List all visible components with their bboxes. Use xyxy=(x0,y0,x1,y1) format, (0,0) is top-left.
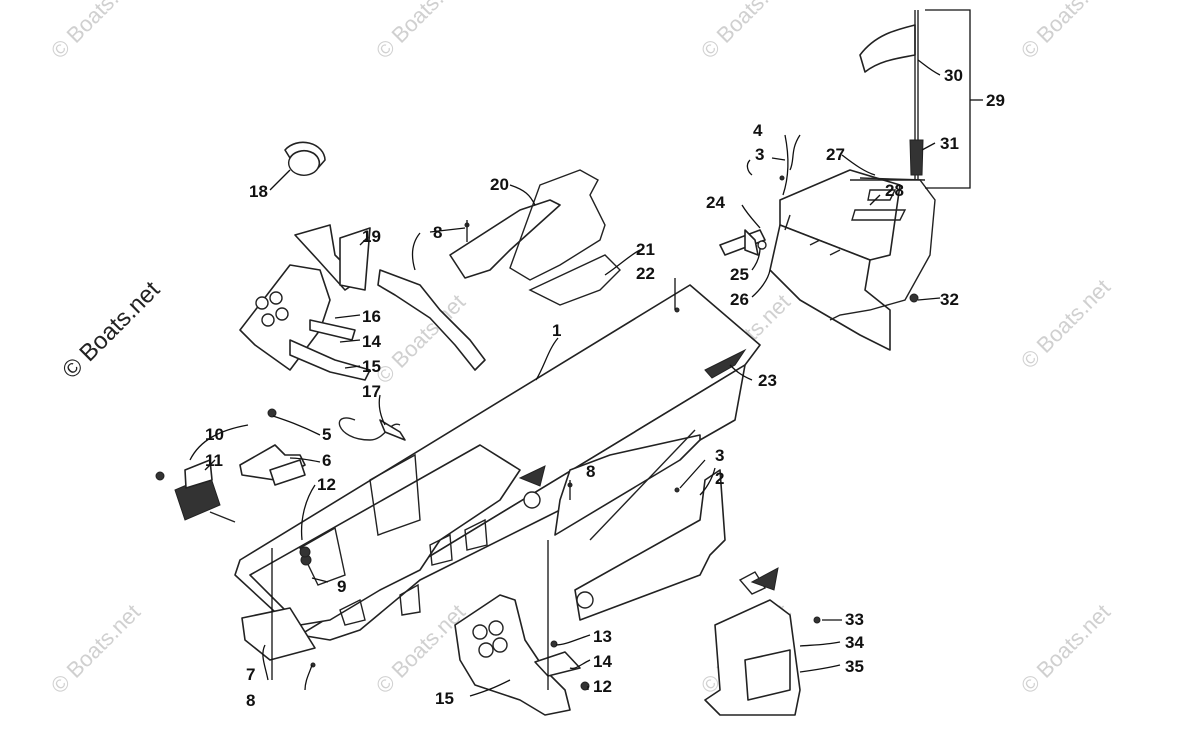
callout-label: 34 xyxy=(845,633,864,652)
hardware xyxy=(310,220,680,668)
callout-label: 1 xyxy=(552,321,561,340)
callout-label: 20 xyxy=(490,175,509,194)
callout-label: 16 xyxy=(362,307,381,326)
callout-label: 19 xyxy=(362,227,381,246)
callout-label: 27 xyxy=(826,145,845,164)
watermark: © Boats.net xyxy=(46,599,145,698)
callout-label: 17 xyxy=(362,382,381,401)
perforated-plate xyxy=(554,429,701,541)
callout-label: 30 xyxy=(944,66,963,85)
callout-label: 13 xyxy=(593,627,612,646)
callout-label: 28 xyxy=(885,181,904,200)
callout-label: 7 xyxy=(246,665,255,684)
rack-assembly xyxy=(719,169,936,351)
callout-label: 22 xyxy=(636,264,655,283)
callout-label: 12 xyxy=(317,475,336,494)
callout-label: 3 xyxy=(715,446,724,465)
brackets-5-6 xyxy=(239,408,306,486)
skid-plate-upper xyxy=(239,264,371,381)
cable-17 xyxy=(338,417,406,441)
watermark: © Boats.net xyxy=(371,0,470,64)
callout-label: 24 xyxy=(706,193,725,212)
watermark: © Boats.net xyxy=(46,0,145,64)
callout-label: 8 xyxy=(246,691,255,710)
bracket-14-lower xyxy=(534,640,590,691)
callout-label: 26 xyxy=(730,290,749,309)
callout-label: 31 xyxy=(940,134,959,153)
callout-label: 18 xyxy=(249,182,268,201)
callout-label: 6 xyxy=(322,451,331,470)
watermark: © Boats.net xyxy=(696,0,795,64)
cover-34 xyxy=(704,571,821,716)
callout-label: 12 xyxy=(593,677,612,696)
callout-label: 15 xyxy=(362,357,381,376)
brand-watermark: © Boats.net xyxy=(57,276,165,384)
side-panel xyxy=(574,469,726,621)
leader-lines xyxy=(189,9,983,697)
arrow-icon xyxy=(750,567,779,591)
callout-label: 14 xyxy=(362,332,381,351)
callout-label: 4 xyxy=(753,121,763,140)
module-11 xyxy=(155,459,236,523)
callout-label: 25 xyxy=(730,265,749,284)
callout-label: 8 xyxy=(586,462,595,481)
callout-label: 5 xyxy=(322,425,331,444)
callout-label: 23 xyxy=(758,371,777,390)
callout-label: 11 xyxy=(205,451,223,470)
brackets-14-16 xyxy=(294,224,371,341)
callout-label: 33 xyxy=(845,610,864,629)
callouts: 1 2 3 3 4 5 6 7 8 8 8 9 10 11 12 12 13 1… xyxy=(205,66,1005,710)
callout-label: 2 xyxy=(715,469,724,488)
watermark: © Boats.net xyxy=(1016,599,1115,698)
flag-pole xyxy=(859,10,924,180)
watermark: © Boats.net xyxy=(371,599,470,698)
direction-arrows xyxy=(518,465,779,591)
strap-19 xyxy=(377,269,486,371)
callout-label: 29 xyxy=(986,91,1005,110)
watermark: © Boats.net xyxy=(1016,274,1115,373)
callout-label: 15 xyxy=(435,689,454,708)
ring-clamp xyxy=(284,141,326,176)
bracket-7 xyxy=(241,607,316,661)
callout-label: 10 xyxy=(205,425,224,444)
skid-plate-lower xyxy=(454,594,571,716)
callout-label: 32 xyxy=(940,290,959,309)
cover-20 xyxy=(449,169,621,306)
callout-label: 3 xyxy=(755,145,764,164)
callout-label: 35 xyxy=(845,657,864,676)
arrow-icon xyxy=(518,465,546,487)
callout-label: 14 xyxy=(593,652,612,671)
callout-label: 8 xyxy=(433,223,442,242)
nut-12 xyxy=(299,546,311,558)
watermark: © Boats.net xyxy=(1016,0,1115,64)
callout-label: 9 xyxy=(337,577,346,596)
callout-label: 21 xyxy=(636,240,655,259)
